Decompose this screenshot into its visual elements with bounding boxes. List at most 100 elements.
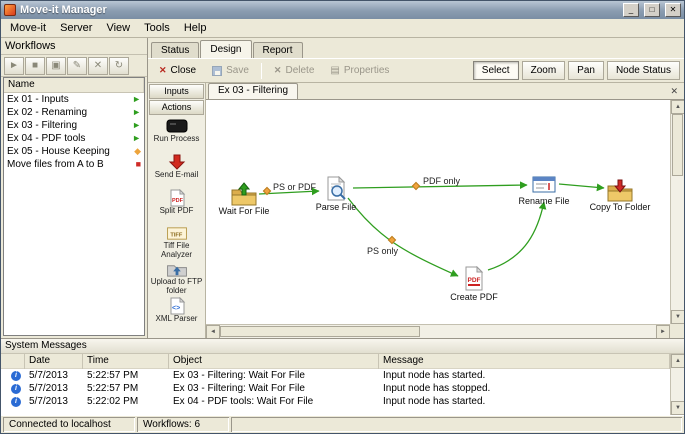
- scroll-left-icon[interactable]: ◄: [206, 325, 220, 339]
- workflow-row[interactable]: Ex 04 - PDF tools ►: [4, 132, 144, 145]
- status-bar-filler: [231, 417, 682, 432]
- edge-label-pdf-only: PDF only: [423, 176, 460, 186]
- workflow-row[interactable]: Ex 01 - Inputs ►: [4, 93, 144, 106]
- maximize-button[interactable]: □: [644, 3, 660, 17]
- rename-file-icon: [531, 172, 557, 196]
- toolbar-separator: [261, 63, 262, 79]
- zoom-mode-button[interactable]: Zoom: [522, 61, 566, 80]
- properties-label: Properties: [344, 65, 390, 76]
- message-text: Input node has started.: [379, 370, 670, 381]
- menu-server[interactable]: Server: [53, 20, 99, 36]
- canvas-vscroll-thumb[interactable]: [672, 114, 683, 176]
- menu-view[interactable]: View: [99, 20, 137, 36]
- column-date[interactable]: Date: [25, 354, 83, 369]
- stop-workflow-button[interactable]: ■: [25, 57, 45, 75]
- canvas-tab[interactable]: Ex 03 - Filtering: [208, 83, 298, 99]
- inputs-group-header[interactable]: Inputs: [149, 84, 204, 99]
- node-rename-file[interactable]: Rename File: [508, 172, 580, 206]
- message-object: Ex 03 - Filtering: Wait For File: [169, 383, 379, 394]
- menu-tools[interactable]: Tools: [137, 20, 177, 36]
- delete-label: Delete: [285, 65, 314, 76]
- menu-help[interactable]: Help: [177, 20, 214, 36]
- actions-group-header[interactable]: Actions: [149, 100, 204, 115]
- canvas-horizontal-scrollbar[interactable]: ◄ ►: [206, 324, 670, 338]
- workflows-count: Workflows: 6: [137, 417, 229, 432]
- delete-workflow-button[interactable]: ✕: [88, 57, 108, 75]
- action-upload-ftp[interactable]: Upload to FTP folder: [148, 259, 205, 295]
- canvas-tab-close-icon[interactable]: ✕: [664, 86, 684, 99]
- messages-vertical-scrollbar[interactable]: ▲ ▼: [670, 354, 684, 415]
- scroll-right-icon[interactable]: ►: [656, 325, 670, 339]
- workflow-name: Ex 01 - Inputs: [7, 94, 132, 105]
- message-date: 5/7/2013: [25, 396, 83, 407]
- message-row[interactable]: i 5/7/2013 5:22:02 PM Ex 04 - PDF tools:…: [1, 395, 670, 408]
- select-mode-button[interactable]: Select: [473, 61, 519, 80]
- connection-status: Connected to localhost: [3, 417, 135, 432]
- close-design-button[interactable]: ✕ Close: [152, 61, 203, 80]
- workflow-canvas[interactable]: Wait For File: [206, 100, 670, 324]
- column-time[interactable]: Time: [83, 354, 169, 369]
- canvas-hscroll-thumb[interactable]: [220, 326, 420, 337]
- workflows-name-column-header[interactable]: Name: [4, 78, 144, 93]
- tiff-analyzer-icon: TIFF: [165, 225, 189, 242]
- save-button[interactable]: Save: [205, 61, 256, 80]
- close-button[interactable]: ✕: [665, 3, 681, 17]
- action-xml-parser[interactable]: <> XML Parser: [148, 295, 205, 331]
- delete-button[interactable]: ✕ Delete: [267, 61, 321, 80]
- node-status-button[interactable]: Node Status: [607, 61, 680, 80]
- scroll-down-icon[interactable]: ▼: [671, 310, 685, 324]
- node-create-pdf[interactable]: PDF Create PDF: [438, 266, 510, 302]
- scroll-up-icon[interactable]: ▲: [671, 100, 685, 114]
- column-message[interactable]: Message: [379, 354, 670, 369]
- edge-label-ps-only: PS only: [367, 246, 398, 256]
- workflow-row[interactable]: Ex 05 - House Keeping ◆: [4, 145, 144, 158]
- action-run-process[interactable]: Run Process: [148, 115, 205, 151]
- canvas-hscroll-track[interactable]: [220, 325, 656, 338]
- action-label: Run Process: [154, 135, 200, 144]
- start-workflow-button[interactable]: ►: [4, 57, 24, 75]
- close-icon: ✕: [159, 66, 167, 75]
- pan-mode-button[interactable]: Pan: [568, 61, 604, 80]
- tab-status[interactable]: Status: [151, 42, 199, 58]
- canvas-vertical-scrollbar[interactable]: ▲ ▼: [670, 100, 684, 324]
- svg-text:TIFF: TIFF: [170, 232, 182, 238]
- message-object: Ex 03 - Filtering: Wait For File: [169, 370, 379, 381]
- create-pdf-icon: PDF: [461, 266, 487, 292]
- action-tiff-file-analyzer[interactable]: TIFF Tiff File Analyzer: [148, 223, 205, 259]
- messages-vscroll-track[interactable]: [671, 368, 684, 401]
- app-icon[interactable]: [4, 4, 16, 16]
- properties-button[interactable]: ▤ Properties: [323, 61, 396, 80]
- action-split-pdf[interactable]: PDF Split PDF: [148, 187, 205, 223]
- node-copy-to-folder[interactable]: Copy To Folder: [584, 178, 656, 212]
- design-canvas-area: Ex 03 - Filtering ✕: [206, 83, 684, 338]
- actions-palette: Inputs Actions Run Process Send E-m: [148, 83, 206, 338]
- workflow-row[interactable]: Ex 03 - Filtering ►: [4, 119, 144, 132]
- save-label: Save: [226, 65, 249, 76]
- workflow-row[interactable]: Move files from A to B ■: [4, 158, 144, 171]
- edit-workflow-button[interactable]: ✎: [67, 57, 87, 75]
- scroll-down-icon[interactable]: ▼: [671, 401, 685, 415]
- info-icon: i: [11, 384, 21, 394]
- workflow-row[interactable]: Ex 02 - Renaming ►: [4, 106, 144, 119]
- tab-report[interactable]: Report: [253, 42, 303, 58]
- minimize-button[interactable]: _: [623, 3, 639, 17]
- svg-text:PDF: PDF: [468, 277, 481, 284]
- canvas-tab-strip: Ex 03 - Filtering ✕: [206, 83, 684, 100]
- message-row[interactable]: i 5/7/2013 5:22:57 PM Ex 03 - Filtering:…: [1, 382, 670, 395]
- tab-design[interactable]: Design: [200, 40, 251, 58]
- menu-bar: Move-it Server View Tools Help: [1, 19, 684, 38]
- scroll-up-icon[interactable]: ▲: [671, 354, 685, 368]
- action-send-email[interactable]: Send E-mail: [148, 151, 205, 187]
- column-object[interactable]: Object: [169, 354, 379, 369]
- menu-move-it[interactable]: Move-it: [3, 20, 53, 36]
- message-row[interactable]: i 5/7/2013 5:22:57 PM Ex 03 - Filtering:…: [1, 369, 670, 382]
- svg-text:PDF: PDF: [172, 198, 184, 204]
- title-bar[interactable]: Move-it Manager _ □ ✕: [1, 1, 684, 19]
- column-icon[interactable]: [1, 354, 25, 369]
- node-wait-for-file[interactable]: Wait For File: [208, 182, 280, 216]
- new-workflow-button[interactable]: ▣: [46, 57, 66, 75]
- run-process-icon: [165, 117, 189, 135]
- refresh-workflows-button[interactable]: ↻: [109, 57, 129, 75]
- workflow-name: Ex 03 - Filtering: [7, 120, 132, 131]
- canvas-vscroll-track[interactable]: [671, 114, 684, 310]
